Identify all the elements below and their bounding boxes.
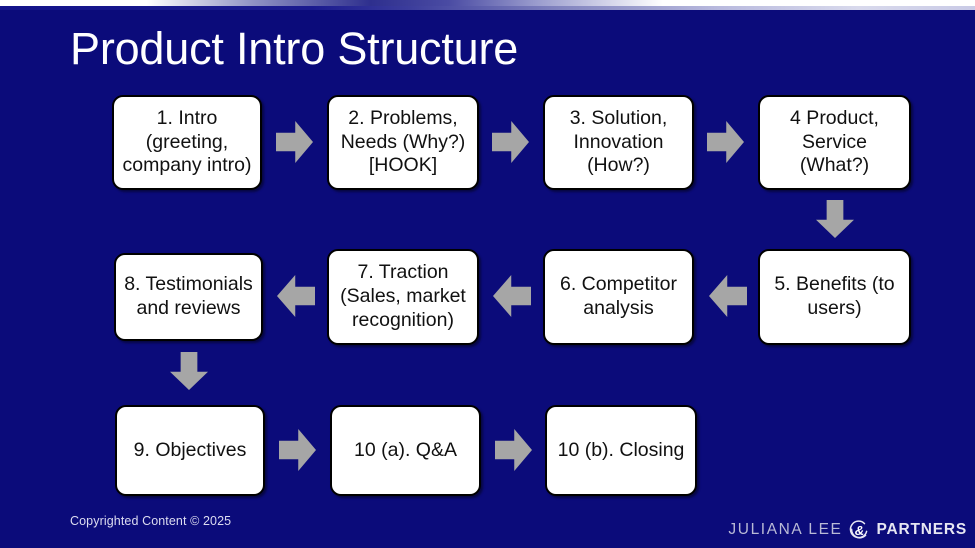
logo-word-juliana: JULIANA: [728, 521, 804, 538]
arrow-1-to-2-icon: [276, 121, 313, 163]
process-box-label: 1. Intro (greeting, company intro): [122, 106, 252, 177]
process-box-label: 10 (a). Q&A: [354, 438, 457, 461]
process-box-step-6[interactable]: 6. Competitor analysis: [543, 249, 694, 345]
band-gradient-upper: [0, 0, 975, 9]
arrow-9-to-10a-icon: [279, 429, 316, 471]
arrow-4-to-5-icon: [816, 200, 854, 238]
arrow-3-to-4-icon: [707, 121, 744, 163]
process-box-step-4[interactable]: 4 Product, Service (What?): [758, 95, 911, 190]
logo-word-lee: LEE: [808, 521, 843, 538]
copyright-notice: Copyrighted Content © 2025: [70, 514, 232, 528]
arrow-2-to-3-icon: [492, 121, 529, 163]
page-title: Product Intro Structure: [70, 23, 519, 74]
process-box-label: 2. Problems, Needs (Why?) [HOOK]: [340, 106, 466, 177]
arrow-7-to-8-icon: [277, 275, 315, 317]
process-box-label: 6. Competitor analysis: [559, 273, 678, 319]
band-gradient-lower: [0, 6, 975, 13]
arrow-8-to-9-icon: [170, 352, 208, 390]
process-box-label: 5. Benefits (to users): [774, 273, 895, 319]
logo-word-partners: PARTNERS: [876, 521, 967, 538]
process-box-step-10a[interactable]: 10 (a). Q&A: [330, 405, 481, 496]
ampersand-swirl-icon: &: [847, 518, 871, 542]
process-box-label: 10 (b). Closing: [557, 438, 685, 461]
brand-logo: JULIANA LEE & PARTNERS: [728, 518, 967, 542]
process-box-step-1[interactable]: 1. Intro (greeting, company intro): [112, 95, 262, 190]
arrow-5-to-6-icon: [709, 275, 747, 317]
process-box-label: 3. Solution, Innovation (How?): [569, 106, 668, 177]
process-box-step-2[interactable]: 2. Problems, Needs (Why?) [HOOK]: [327, 95, 479, 190]
process-box-label: 7. Traction (Sales, market recognition): [340, 261, 466, 331]
process-box-label: 8. Testimonials and reviews: [124, 273, 253, 319]
process-box-step-8[interactable]: 8. Testimonials and reviews: [114, 253, 263, 341]
process-box-step-3[interactable]: 3. Solution, Innovation (How?): [543, 95, 694, 190]
arrow-6-to-7-icon: [493, 275, 531, 317]
process-box-label: 9. Objectives: [133, 438, 247, 461]
arrow-10a-to-10b-icon: [495, 429, 532, 471]
process-box-step-5[interactable]: 5. Benefits (to users): [758, 249, 911, 345]
band-base-stripe: [0, 10, 975, 13]
process-box-step-7[interactable]: 7. Traction (Sales, market recognition): [327, 249, 479, 345]
top-decorative-band: [0, 0, 975, 13]
process-box-label: 4 Product, Service (What?): [790, 106, 879, 177]
process-box-step-10b[interactable]: 10 (b). Closing: [545, 405, 697, 496]
process-box-step-9[interactable]: 9. Objectives: [115, 405, 265, 496]
logo-ampersand: &: [854, 522, 865, 538]
